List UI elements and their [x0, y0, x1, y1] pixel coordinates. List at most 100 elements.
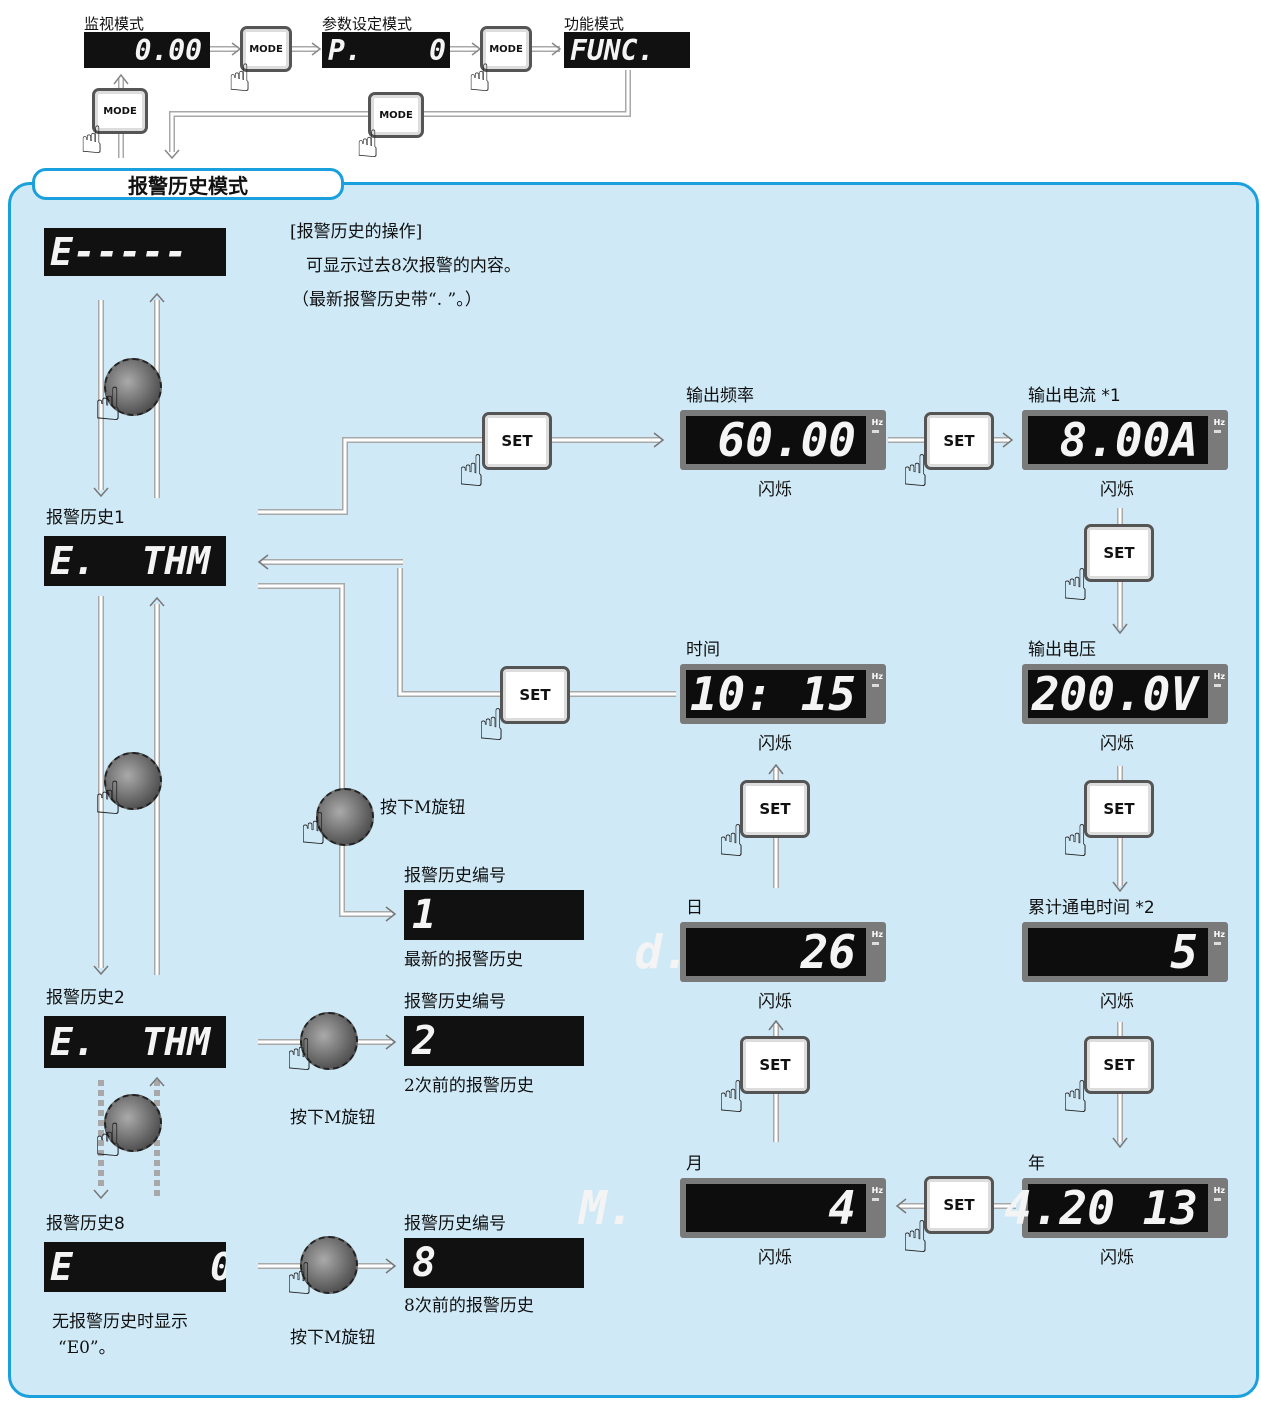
history2-display: E. THM — [44, 1016, 226, 1068]
voltage-label: 输出电压 — [1028, 640, 1096, 660]
set-label: SET — [943, 1196, 975, 1214]
hz-led — [1214, 430, 1221, 433]
param-display: P. 0 — [322, 32, 450, 68]
panel-title-tab: 报警历史模式 — [32, 168, 344, 200]
set-button-time-up[interactable]: SET — [740, 780, 810, 838]
day-display: d. 26 Hz — [634, 922, 886, 982]
hz-unit: Hz — [1213, 930, 1225, 939]
func-display: FUNC. — [564, 32, 690, 68]
history1-display: E. THM — [44, 536, 226, 586]
mode-button-4[interactable]: MODE — [368, 92, 424, 138]
monitor-mode-label: 监视模式 — [84, 15, 145, 33]
set-label: SET — [759, 800, 791, 818]
time-blink: 闪烁 — [758, 734, 792, 754]
energize-blink: 闪烁 — [1100, 992, 1134, 1012]
hand-icon: ☝ — [80, 118, 104, 162]
panel-title: 报警历史模式 — [128, 173, 248, 198]
mode-button-3[interactable]: MODE — [92, 88, 148, 134]
set-button-year[interactable]: SET — [1084, 1036, 1154, 1094]
hz-unit: Hz — [1213, 1186, 1225, 1195]
year-display: 4.20 13 Hz — [1004, 1178, 1228, 1238]
m-dial-icon — [104, 1094, 162, 1152]
hz-unit: Hz — [1213, 672, 1225, 681]
hz-unit: Hz — [871, 418, 883, 427]
time-display: 10: 15 Hz — [680, 664, 886, 724]
set-label: SET — [1103, 800, 1135, 818]
history2-label: 报警历史2 — [46, 988, 125, 1008]
set-button-energize[interactable]: SET — [1084, 780, 1154, 838]
m-dial-icon — [104, 358, 162, 416]
intro-heading: [报警历史的操作] — [290, 222, 423, 242]
mode-button-label: MODE — [489, 43, 523, 55]
press-m-label-3: 按下M旋钮 — [290, 1328, 376, 1348]
param-mode-label: 参数设定模式 — [322, 15, 413, 33]
no-history-note-1: 无报警历史时显示 — [52, 1312, 188, 1332]
mode-button-2[interactable]: MODE — [480, 26, 532, 72]
current-value: 8.00A — [1028, 413, 1208, 467]
press-m-label-1: 按下M旋钮 — [380, 798, 466, 818]
func-mode-label: 功能模式 — [564, 15, 625, 33]
mode-button-1[interactable]: MODE — [240, 26, 292, 72]
time-value: 10: 15 — [686, 667, 866, 721]
hand-icon: ☝ — [286, 1254, 313, 1305]
set-label: SET — [519, 686, 551, 704]
hz-led — [872, 430, 879, 433]
number1-heading: 报警历史编号 — [404, 866, 506, 886]
year-blink: 闪烁 — [1100, 1248, 1134, 1268]
history8-display: E 0 — [44, 1242, 226, 1292]
set-button-voltage[interactable]: SET — [1084, 524, 1154, 582]
energize-display: 5 Hz — [1022, 922, 1228, 982]
hand-icon: ☝ — [356, 122, 380, 166]
day-value: d. 26 — [634, 925, 866, 979]
mode-button-label: MODE — [249, 43, 283, 55]
set-label: SET — [759, 1056, 791, 1074]
intro-line2: （最新报警历史带“. ”。） — [292, 290, 482, 310]
set-button-day-up[interactable]: SET — [740, 1036, 810, 1094]
hand-icon: ☝ — [228, 56, 252, 100]
month-blink: 闪烁 — [758, 1248, 792, 1268]
set-button-time[interactable]: SET — [500, 666, 570, 724]
m-dial-icon — [104, 752, 162, 810]
set-button-current[interactable]: SET — [924, 412, 994, 470]
hz-led — [872, 1198, 879, 1201]
hz-unit: Hz — [871, 1186, 883, 1195]
day-blink: 闪烁 — [758, 992, 792, 1012]
hz-led — [1214, 942, 1221, 945]
hand-icon: ☝ — [1062, 816, 1089, 867]
voltage-value: 200.0V — [1028, 667, 1208, 721]
year-label: 年 — [1028, 1154, 1045, 1174]
voltage-display: 200.0V Hz — [1022, 664, 1228, 724]
hand-icon: ☝ — [718, 1072, 745, 1123]
hz-unit: Hz — [871, 930, 883, 939]
hand-icon: ☝ — [458, 446, 485, 497]
number2-heading: 报警历史编号 — [404, 992, 506, 1012]
hand-icon: ☝ — [300, 804, 327, 855]
set-button-freq[interactable]: SET — [482, 412, 552, 470]
hand-icon: ☝ — [94, 377, 123, 431]
hand-icon: ☝ — [902, 1212, 929, 1263]
current-display: 8.00A Hz — [1022, 410, 1228, 470]
year-value: 4.20 13 — [1004, 1181, 1208, 1235]
mode-button-label: MODE — [103, 105, 137, 117]
freq-display: 60.00 Hz — [680, 410, 886, 470]
hand-icon: ☝ — [718, 816, 745, 867]
mode-button-label: MODE — [379, 109, 413, 121]
set-button-month[interactable]: SET — [924, 1176, 994, 1234]
set-label: SET — [1103, 1056, 1135, 1074]
time-label: 时间 — [686, 640, 720, 660]
m-dial-icon — [316, 788, 374, 846]
energize-label: 累计通电时间 *2 — [1028, 898, 1155, 918]
hand-icon: ☝ — [286, 1030, 313, 1081]
freq-blink: 闪烁 — [758, 480, 792, 500]
number1-display: 1 — [404, 890, 584, 940]
monitor-display: 0.00 — [84, 32, 210, 68]
hz-unit: Hz — [1213, 418, 1225, 427]
alarm-top-display: E----- — [44, 228, 226, 276]
hz-led — [1214, 1198, 1221, 1201]
freq-label: 输出频率 — [686, 386, 754, 406]
number8-heading: 报警历史编号 — [404, 1214, 506, 1234]
month-label: 月 — [686, 1154, 703, 1174]
m-dial-icon — [300, 1236, 358, 1294]
set-label: SET — [1103, 544, 1135, 562]
number2-caption: 2次前的报警历史 — [404, 1076, 534, 1096]
